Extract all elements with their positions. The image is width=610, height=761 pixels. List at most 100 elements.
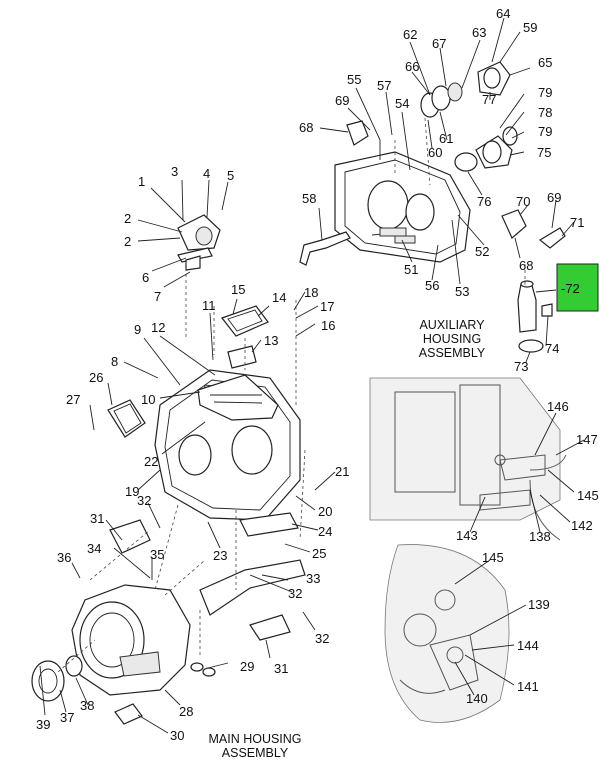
callout-69: 69 — [547, 190, 561, 205]
callout-32: 32 — [288, 586, 302, 601]
callout-55: 55 — [347, 72, 361, 87]
main-housing-caption: MAIN HOUSING ASSEMBLY — [208, 732, 301, 760]
callout-34: 34 — [87, 541, 101, 556]
callout-23: 23 — [213, 548, 227, 563]
callout-15: 15 — [231, 282, 245, 297]
callout-12: 12 — [151, 320, 165, 335]
auxiliary-housing-caption: AUXILIARY HOUSING ASSEMBLY — [419, 318, 486, 360]
callout-31: 31 — [274, 661, 288, 676]
callout-11: 11 — [202, 298, 216, 313]
callout-147: 147 — [576, 432, 598, 447]
callout-57: 57 — [377, 78, 391, 93]
callout-51: 51 — [404, 262, 418, 277]
callout-39: 39 — [36, 717, 50, 732]
callout-58: 58 — [302, 191, 316, 206]
callout-7: 7 — [154, 289, 161, 304]
callout-2: 2 — [124, 234, 131, 249]
caption-line: MAIN HOUSING — [208, 732, 301, 746]
top-cover-14 — [221, 305, 269, 337]
callout-64: 64 — [496, 6, 510, 21]
brackets-31 — [109, 519, 306, 641]
cover-26 — [107, 399, 146, 438]
highlight-box-72[interactable] — [556, 263, 599, 312]
callout-63: 63 — [472, 25, 486, 40]
callout-65: 65 — [538, 55, 552, 70]
callout-79: 79 — [538, 124, 552, 139]
callout-32: 32 — [315, 631, 329, 646]
callout-79: 79 — [538, 85, 552, 100]
callout-10: 10 — [141, 392, 155, 407]
callout-69: 69 — [335, 93, 349, 108]
shifter-bar-housing — [197, 374, 279, 421]
caption-line: ASSEMBLY — [419, 346, 486, 360]
callout-144: 144 — [517, 638, 539, 653]
callout-68: 68 — [519, 258, 533, 273]
cover-30 — [114, 703, 143, 725]
callout-labels: 1 2 2 3 4 5 6 7 8 9 10 11 12 13 14 15 16… — [36, 6, 599, 743]
callout-29: 29 — [240, 659, 254, 674]
callout-77: 77 — [482, 92, 496, 107]
callout-14: 14 — [272, 290, 286, 305]
callout-2: 2 — [124, 211, 131, 226]
callout-138: 138 — [529, 529, 551, 544]
callout-56: 56 — [425, 278, 439, 293]
shift-fork — [299, 231, 351, 266]
caption-line: HOUSING — [423, 332, 481, 346]
callout-27: 27 — [66, 392, 80, 407]
callout-37: 37 — [60, 710, 74, 725]
callout-24: 24 — [318, 524, 332, 539]
bracket-13 — [227, 345, 257, 369]
callout-72[interactable]: -72 — [561, 281, 580, 296]
callout-21: 21 — [335, 464, 349, 479]
callout-73: 73 — [514, 359, 528, 374]
bearing-cover-68-right — [501, 209, 566, 249]
leader-lines — [39, 17, 585, 734]
small-parts-29 — [190, 662, 216, 677]
callout-78: 78 — [538, 105, 552, 120]
callout-61: 61 — [439, 131, 453, 146]
callout-18: 18 — [304, 285, 318, 300]
main-housing-photo — [384, 544, 510, 723]
callout-35: 35 — [150, 547, 164, 562]
callout-9: 9 — [134, 322, 141, 337]
callout-19: 19 — [125, 484, 139, 499]
callout-141: 141 — [517, 679, 539, 694]
callout-140: 140 — [466, 691, 488, 706]
callout-33: 33 — [306, 571, 320, 586]
caption-line: ASSEMBLY — [222, 746, 289, 760]
callout-145: 145 — [482, 550, 504, 565]
callout-3: 3 — [171, 164, 178, 179]
callout-4: 4 — [203, 166, 210, 181]
sensor-72 — [517, 280, 553, 353]
callout-22: 22 — [144, 454, 158, 469]
callout-60: 60 — [428, 145, 442, 160]
callout-52: 52 — [475, 244, 489, 259]
callout-32: 32 — [137, 493, 151, 508]
callout-28: 28 — [179, 704, 193, 719]
callout-1: 1 — [138, 174, 145, 189]
callout-5: 5 — [227, 168, 234, 183]
caption-line: AUXILIARY — [419, 318, 485, 332]
callout-31: 31 — [90, 511, 104, 526]
callout-145: 145 — [577, 488, 599, 503]
callout-62: 62 — [403, 27, 417, 42]
callout-25: 25 — [312, 546, 326, 561]
callout-53: 53 — [455, 284, 469, 299]
auxiliary-housing-photo — [369, 377, 567, 541]
callout-143: 143 — [456, 528, 478, 543]
callout-20: 20 — [318, 504, 332, 519]
callout-75: 75 — [537, 145, 551, 160]
callout-30: 30 — [170, 728, 184, 743]
callout-67: 67 — [432, 36, 446, 51]
callout-6: 6 — [142, 270, 149, 285]
bearing-cover-68 — [346, 120, 369, 146]
callout-139: 139 — [528, 597, 550, 612]
callout-36: 36 — [57, 550, 71, 565]
callout-146: 146 — [547, 399, 569, 414]
auxiliary-housing — [334, 151, 471, 263]
callout-68: 68 — [299, 120, 313, 135]
clutch-housing-28 — [71, 584, 191, 696]
gasket-24 — [239, 512, 299, 537]
rear-cover-stack — [420, 61, 518, 172]
